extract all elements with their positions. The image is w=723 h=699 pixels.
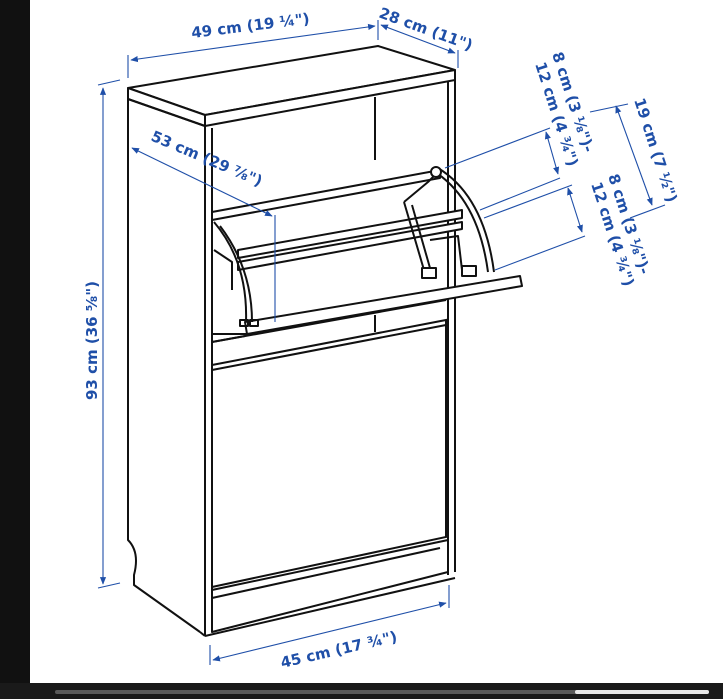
- upper-compartment-open: [211, 166, 523, 343]
- horizontal-scrollbar-thumb[interactable]: [575, 690, 709, 694]
- dimension-compartment-total: 19 cm (7 ½"): [630, 96, 681, 205]
- diagram-canvas: 49 cm (19 ¼") 28 cm (11") 93 cm (36 ⅝") …: [30, 0, 723, 683]
- dimension-lines: [97, 20, 666, 665]
- dimension-height: 93 cm (36 ⅝"): [83, 281, 101, 400]
- lower-compartment-door: [211, 299, 447, 589]
- horizontal-scrollbar-track[interactable]: [55, 690, 709, 694]
- viewer-left-margin: [0, 0, 30, 699]
- cabinet-drawing: 49 cm (19 ¼") 28 cm (11") 93 cm (36 ⅝") …: [83, 4, 681, 672]
- dimension-base-width: 45 cm (17 ¾"): [279, 628, 399, 672]
- dimension-open-depth: 53 cm (29 ⅞"): [148, 127, 265, 190]
